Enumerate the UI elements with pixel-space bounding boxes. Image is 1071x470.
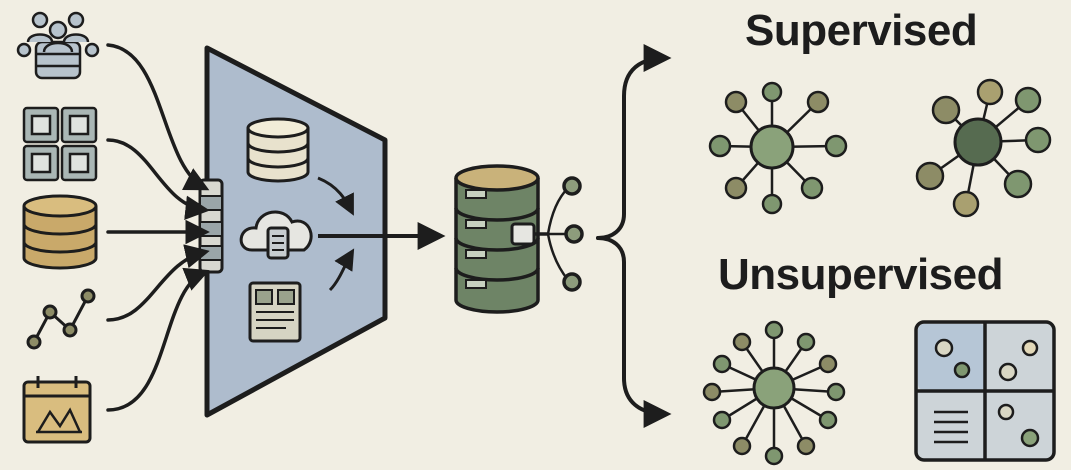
people-group-icon [16, 11, 100, 80]
cloud-server-icon [239, 210, 313, 260]
unsupervised-network [702, 320, 846, 466]
stacked-database-icon [246, 117, 310, 183]
model-server-icon [454, 164, 584, 314]
line-graph-icon [26, 288, 96, 350]
arrow-to-unsupervised [596, 236, 672, 428]
source-arrows [106, 43, 210, 412]
calendar-icon [22, 376, 92, 444]
cluster-grid-panel [914, 320, 1056, 462]
funnel-inner-arrows [317, 176, 355, 292]
supervised-network-2 [915, 78, 1052, 218]
supervised-label: Supervised [745, 6, 978, 55]
arrow-from-graph [106, 244, 210, 322]
arrow-from-people [106, 43, 210, 191]
arrow-from-documents [106, 138, 210, 220]
supervised-network-1 [708, 81, 848, 215]
database-icon [22, 194, 98, 270]
cluster-dot [934, 338, 954, 358]
split-brace [596, 44, 672, 428]
arrow-from-calendar [106, 267, 210, 412]
document-report-icon [248, 281, 302, 343]
arrow-to-supervised [596, 44, 672, 240]
unsupervised-label: Unsupervised [718, 250, 1003, 299]
document-grid-icon [22, 106, 98, 182]
